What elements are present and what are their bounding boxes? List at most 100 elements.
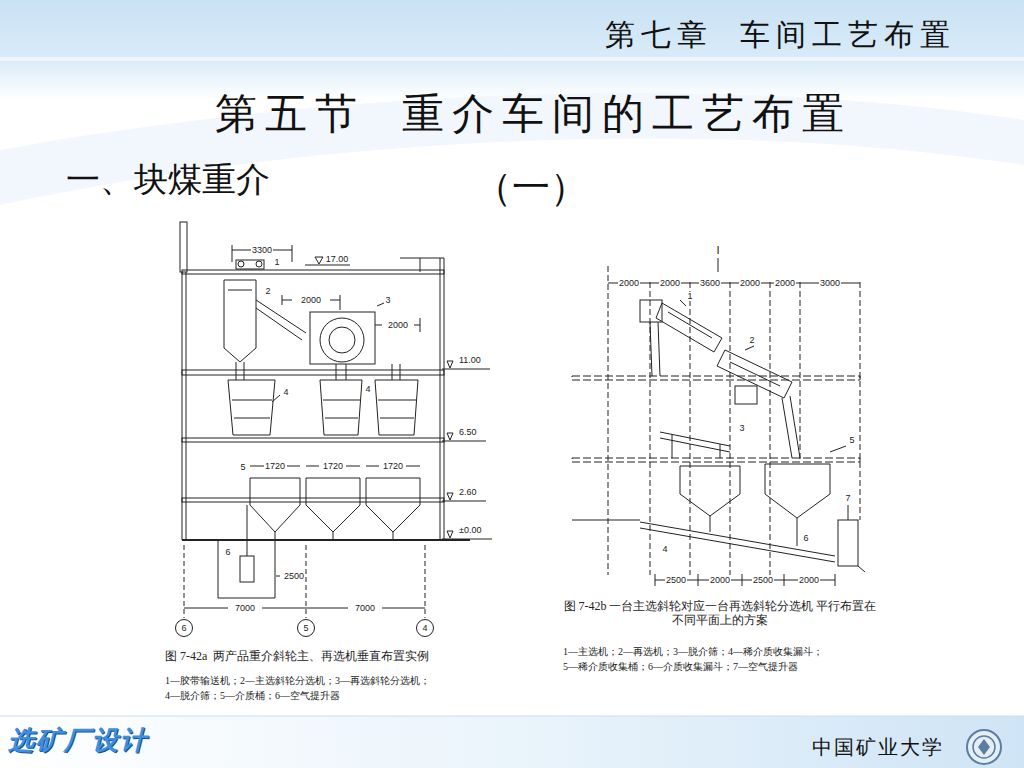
drawing-line <box>184 545 185 618</box>
dimension-label: 2000 <box>739 279 761 288</box>
dimension-label: 1720 <box>264 462 286 471</box>
drawing-rect <box>572 376 860 380</box>
figure-key: 1—胶带输送机；2—主选斜轮分选机；3—再选斜轮分选机； <box>165 675 430 687</box>
figure-key: 4—脱介筛；5—介质桶；6—空气提升器 <box>165 690 340 702</box>
drawing-circle <box>329 327 355 353</box>
callout-number: 1 <box>273 258 280 267</box>
drawing-line <box>420 318 421 332</box>
drawing-line <box>572 520 640 521</box>
drawing-line <box>184 608 228 609</box>
drawing-line <box>442 441 486 442</box>
drawing-line <box>672 434 673 458</box>
drawing-line <box>275 532 276 540</box>
dimension-label: 2000 <box>387 321 409 330</box>
axis-number: 4 <box>422 624 427 633</box>
background-shape <box>978 739 990 755</box>
drawing-rect <box>0 0 1024 100</box>
drawing-rect <box>240 556 254 582</box>
drawing-rect <box>735 386 757 404</box>
dimension-label: 2500 <box>283 572 305 581</box>
axis-number: 5 <box>303 624 308 633</box>
drawing-line <box>250 466 264 467</box>
axis-circle: 4 <box>416 619 434 637</box>
drawing-line <box>323 400 360 401</box>
drawing-rect <box>310 312 375 364</box>
drawing-line <box>346 466 360 467</box>
drawing-line <box>306 466 319 467</box>
drawing-line <box>378 400 416 401</box>
drawing-line <box>256 308 302 340</box>
university-name: 中国矿业大学 <box>812 736 944 759</box>
equipment-outline <box>765 464 830 518</box>
dimension-label: 2000 <box>659 279 681 288</box>
equipment-outline <box>717 350 792 398</box>
callout-number: 3 <box>738 424 745 433</box>
drawing-line <box>784 574 785 586</box>
drawing-line <box>442 369 490 370</box>
drawing-circle <box>320 318 364 362</box>
drawing-line <box>414 325 420 326</box>
callout-number: 4 <box>364 385 371 394</box>
drawing-line <box>830 446 846 452</box>
equipment-outline <box>447 531 453 538</box>
dimension-label: 2000 <box>798 576 820 585</box>
drawing-line <box>232 400 272 401</box>
dimension-label: 2000 <box>774 279 796 288</box>
drawing-line <box>400 258 444 259</box>
drawing-line <box>860 282 861 520</box>
drawing-line <box>292 245 293 262</box>
dimension-label: 3600 <box>699 279 721 288</box>
callout-number: 2 <box>264 287 271 296</box>
drawing-line <box>234 418 270 419</box>
axis-number: 6 <box>181 624 186 633</box>
drawing-line <box>393 532 394 540</box>
dimension-label: 2000 <box>300 296 322 305</box>
drawing-line <box>730 282 731 575</box>
drawing-line <box>346 364 347 380</box>
equipment-outline <box>250 478 300 532</box>
drawing-rect <box>182 370 444 375</box>
drawing-line <box>305 265 350 266</box>
drawing-line <box>718 258 719 272</box>
drawing-rect <box>572 458 860 462</box>
drawing-rect <box>182 270 444 274</box>
drawing-line <box>848 505 849 520</box>
figure-key: 1—主选机；2—再选机；3—脱介筛；4—稀介质收集漏斗； <box>563 646 823 658</box>
section-title: 第五节 重介车间的工艺布置 <box>215 90 852 138</box>
drawing-circle <box>973 736 995 758</box>
drawing-line <box>858 566 865 572</box>
equipment-outline <box>680 466 740 516</box>
drawing-line <box>232 245 233 262</box>
drawing-line <box>333 532 334 540</box>
drawing-line <box>244 362 245 380</box>
drawing-line <box>392 364 393 380</box>
dimension-label: 3000 <box>819 279 841 288</box>
drawing-line <box>262 608 306 609</box>
drawing-line <box>282 295 283 305</box>
figure-key: 5—稀介质收集桶；6—介质收集漏斗；7—空气提升器 <box>563 661 798 673</box>
drawing-line <box>247 505 248 556</box>
drawing-line <box>797 518 798 546</box>
equipment-outline <box>315 257 323 264</box>
drawing-rect <box>236 260 264 269</box>
drawing-line <box>655 574 656 586</box>
drawing-line <box>790 396 800 458</box>
dimension-label: ±0.00 <box>458 526 482 535</box>
drawing-line <box>330 300 340 301</box>
drawing-rect <box>180 222 187 272</box>
equipment-outline <box>228 380 275 435</box>
left-drawing <box>180 222 492 618</box>
callout-number: 4 <box>282 388 289 397</box>
dimension-label: 3300 <box>251 246 273 255</box>
drawing-line <box>742 574 743 586</box>
drawing-line <box>282 300 292 301</box>
callout-number: 3 <box>384 296 391 305</box>
drawing-line <box>0 716 1024 717</box>
callout-number: 5 <box>239 463 246 472</box>
callout-number: 1 <box>686 292 693 301</box>
drawing-line <box>658 322 660 376</box>
drawing-line <box>366 466 379 467</box>
drawing-line <box>640 528 835 562</box>
drawing-line <box>720 444 721 458</box>
drawing-line <box>272 395 280 402</box>
